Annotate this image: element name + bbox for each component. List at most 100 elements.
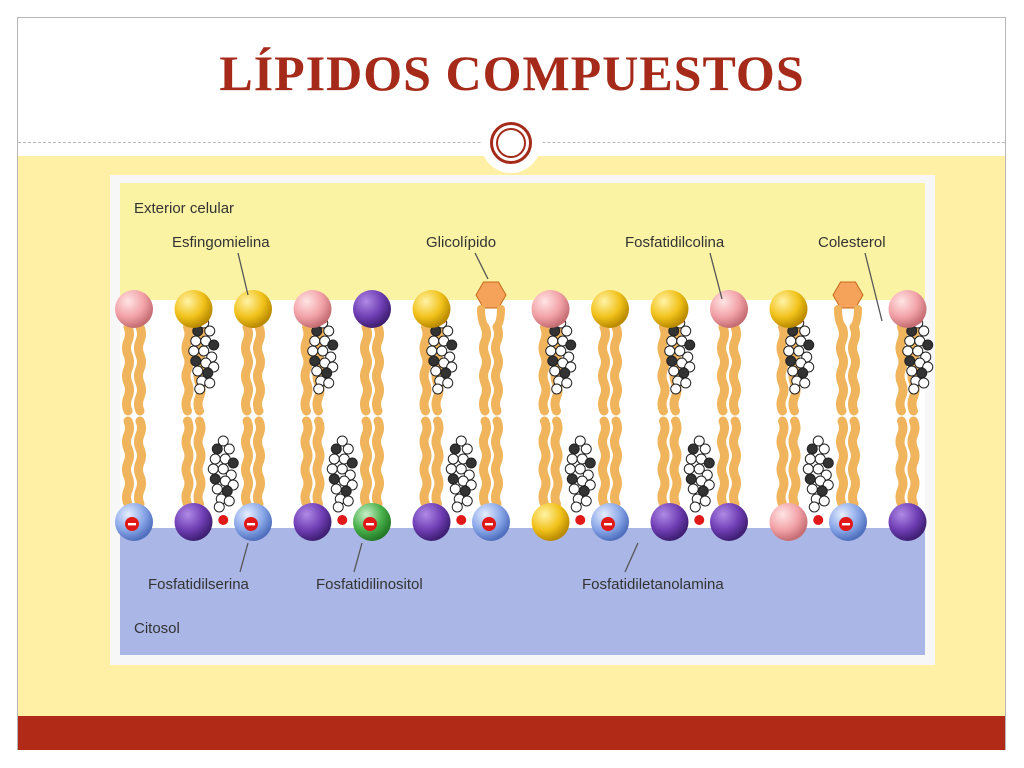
cholesterol-atom <box>570 501 582 513</box>
inner-cholesterol <box>445 435 477 513</box>
outer-cholesterol <box>188 317 220 395</box>
cholesterol-atom <box>428 355 440 367</box>
cholesterol-atom <box>787 365 799 377</box>
cholesterol-atom <box>808 501 820 513</box>
lipid-heads <box>115 281 927 541</box>
cholesterol-atom <box>451 501 463 513</box>
outer-tail <box>360 322 372 416</box>
minus-sign <box>247 523 255 526</box>
inner-tail <box>550 416 563 509</box>
oxygen-marker <box>337 515 348 525</box>
inner-tail <box>241 416 253 509</box>
cholesterol-atom <box>207 463 219 475</box>
outer-tail <box>253 322 265 416</box>
minus-sign <box>366 523 374 526</box>
inner-tail <box>717 416 729 509</box>
cholesterol-atom <box>918 377 930 389</box>
pointer-phosphatidylethanolamine <box>624 542 639 573</box>
cholesterol-atom <box>190 335 202 347</box>
cholesterol-atom <box>918 325 930 337</box>
cholesterol-atom <box>447 473 459 485</box>
cholesterol-atom <box>574 463 586 475</box>
inner-tail <box>598 416 610 509</box>
cholesterol-atom <box>332 501 344 513</box>
cholesterol-atom <box>664 345 676 357</box>
cholesterol-atom <box>446 339 458 351</box>
outer-tail <box>848 322 860 416</box>
label-phosphatidylcholine: Fosfatidilcolina <box>625 234 725 251</box>
outer-tail <box>836 322 848 416</box>
cholesterol-atom <box>674 345 686 357</box>
cholesterol-atom <box>818 443 830 455</box>
outer-head-pink <box>531 290 570 328</box>
cholesterol-atom <box>699 495 711 507</box>
outer-head-yellow <box>591 290 629 328</box>
label-exterior: Exterior celular <box>134 200 234 217</box>
outer-head-yellow <box>174 290 213 328</box>
cholesterol-atom <box>342 495 354 507</box>
cholesterol-atom <box>547 335 559 347</box>
cholesterol-atom <box>217 463 229 475</box>
cholesterol-atom <box>693 463 705 475</box>
inner-tail <box>836 416 848 509</box>
cholesterol-atom <box>436 345 448 357</box>
oxygen-marker <box>694 515 705 525</box>
cholesterol-atom <box>666 335 678 347</box>
oxygen-marker <box>575 515 586 525</box>
outer-tail <box>300 322 313 416</box>
cholesterol-atom <box>223 495 235 507</box>
oxygen-marker <box>456 515 467 525</box>
outer-tail <box>241 322 253 416</box>
cholesterol-atom <box>223 443 235 455</box>
outer-cholesterol <box>307 317 339 395</box>
membrane-diagram: Exterior celular Esfingomielina Glicolíp… <box>110 175 935 665</box>
cholesterol-atom <box>902 345 914 357</box>
cholesterol-atom <box>194 383 206 395</box>
cholesterol-atom <box>430 365 442 377</box>
label-phosphatidylserine: Fosfatidilserina <box>148 576 250 593</box>
cholesterol-atom <box>209 473 221 485</box>
cholesterol-atom <box>447 453 459 465</box>
cholesterol-atom <box>428 335 440 347</box>
cholesterol-atom <box>561 325 573 337</box>
cholesterol-atom <box>584 457 596 469</box>
outer-cholesterol <box>664 317 696 395</box>
cholesterol-atom <box>561 377 573 389</box>
outer-tail <box>729 322 741 416</box>
cholesterol-atom <box>785 335 797 347</box>
outer-tail <box>776 322 789 416</box>
cholesterol-atom <box>327 339 339 351</box>
cholesterol-atom <box>783 345 795 357</box>
cholesterol-atom <box>693 435 705 447</box>
cholesterol-atom <box>802 463 814 475</box>
outer-tail <box>372 322 384 416</box>
inner-tail <box>372 416 384 509</box>
outer-tail <box>491 322 503 416</box>
cholesterol-atom <box>580 443 592 455</box>
cholesterol-atom <box>455 435 467 447</box>
cholesterol-atom <box>703 457 715 469</box>
inner-tail <box>134 416 146 509</box>
cholesterol-atom <box>445 463 457 475</box>
inner-tail <box>610 416 622 509</box>
cholesterol-atom <box>568 443 580 455</box>
pointer-phosphatidylcholine <box>709 252 723 300</box>
inner-tail <box>360 416 372 509</box>
label-cytosol: Citosol <box>134 620 180 637</box>
outer-tail <box>181 322 194 416</box>
cholesterol-atom <box>465 457 477 469</box>
cholesterol-atom <box>204 377 216 389</box>
minus-sign <box>128 523 136 526</box>
pointer-cholesterol <box>864 252 883 322</box>
inner-tail <box>122 416 134 509</box>
inner-head-yellow <box>531 503 570 541</box>
cholesterol-atom <box>211 443 223 455</box>
cholesterol-atom <box>449 483 461 495</box>
cholesterol-atom <box>346 457 358 469</box>
inner-tail <box>312 416 325 509</box>
cholesterol-atom <box>323 325 335 337</box>
lipid-tails <box>122 322 920 509</box>
cholesterol-atom <box>564 463 576 475</box>
cholesterol-atom <box>689 501 701 513</box>
outer-tail <box>419 322 432 416</box>
